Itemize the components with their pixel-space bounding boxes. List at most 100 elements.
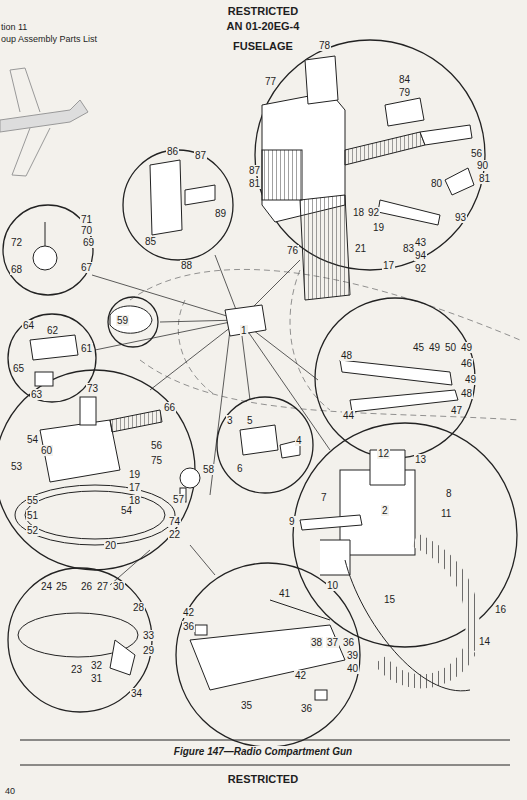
callout-number: 71 — [80, 214, 93, 225]
callout-number: 63 — [30, 389, 43, 400]
callout-number: 26 — [80, 581, 93, 592]
callout-number: 49 — [428, 342, 441, 353]
callout-number: 36 — [182, 621, 195, 632]
callout-number: 79 — [398, 87, 411, 98]
callout-number: 77 — [264, 76, 277, 87]
callout-number: 6 — [236, 463, 244, 474]
callout-number: 40 — [346, 663, 359, 674]
group-leaders — [92, 255, 330, 585]
callout-number: 74 — [168, 516, 181, 527]
header-text: oup Assembly Parts List — [0, 34, 98, 45]
callout-number: 21 — [354, 243, 367, 254]
callout-number: 89 — [214, 208, 227, 219]
callout-number: 37 — [326, 637, 339, 648]
gun-and-mount-parts — [15, 56, 474, 700]
header-text: tion 11 — [0, 22, 28, 33]
callout-number: 48 — [460, 388, 473, 399]
callout-number: 43 — [414, 237, 427, 248]
callout-number: 35 — [240, 700, 253, 711]
callout-number: 25 — [55, 581, 68, 592]
callout-number: 39 — [346, 650, 359, 661]
callout-number: 16 — [494, 604, 507, 615]
callout-number: 7 — [320, 492, 328, 503]
callout-number: 33 — [142, 630, 155, 641]
callout-number: 36 — [342, 637, 355, 648]
callout-number: 60 — [40, 445, 53, 456]
callout-number: 70 — [80, 225, 93, 236]
callout-number: 94 — [414, 250, 427, 261]
callout-number: 53 — [10, 461, 23, 472]
callout-number: 14 — [478, 636, 491, 647]
callout-number: 30 — [112, 581, 125, 592]
callout-number: 61 — [80, 343, 93, 354]
callout-number: 65 — [12, 363, 25, 374]
callout-number: 28 — [132, 602, 145, 613]
callout-number: 32 — [90, 660, 103, 671]
page-heading: FUSELAGE — [232, 40, 294, 53]
callout-number: 90 — [476, 160, 489, 171]
callout-number: 50 — [444, 342, 457, 353]
callout-number: 27 — [96, 581, 109, 592]
callout-number: 45 — [412, 342, 425, 353]
callout-number: 51 — [26, 510, 39, 521]
callout-number: 87 — [194, 150, 207, 161]
callout-number: 62 — [46, 325, 59, 336]
callout-number: 56 — [470, 148, 483, 159]
callout-number: 38 — [310, 637, 323, 648]
callout-number: 23 — [70, 664, 83, 675]
callout-number: 52 — [26, 525, 39, 536]
callout-number: 8 — [445, 488, 453, 499]
detail-circles — [0, 40, 517, 747]
callout-number: 17 — [382, 260, 395, 271]
callout-number: 54 — [26, 434, 39, 445]
callout-number: 56 — [150, 440, 163, 451]
header-text: RESTRICTED — [227, 5, 299, 18]
callout-number: 10 — [326, 580, 339, 591]
callout-number: 12 — [377, 448, 390, 459]
callout-number: 57 — [172, 494, 185, 505]
callout-number: 75 — [150, 455, 163, 466]
callout-number: 48 — [340, 350, 353, 361]
callout-number: 73 — [86, 383, 99, 394]
callout-number: 9 — [288, 516, 296, 527]
header-text: AN 01-20EG-4 — [226, 20, 301, 33]
callout-number: 49 — [464, 374, 477, 385]
callout-number: 4 — [295, 435, 303, 446]
callout-number: 42 — [182, 607, 195, 618]
callout-number: 64 — [22, 320, 35, 331]
callout-number: 13 — [414, 454, 427, 465]
callout-number: 19 — [372, 222, 385, 233]
callout-number: 18 — [352, 207, 365, 218]
caption-rules — [20, 740, 510, 765]
callout-number: 34 — [130, 688, 143, 699]
callout-number: 54 — [120, 505, 133, 516]
callout-number: 44 — [342, 410, 355, 421]
header-text: RESTRICTED — [227, 773, 299, 786]
callout-number: 58 — [202, 464, 215, 475]
callout-number: 3 — [226, 415, 234, 426]
callout-number: 68 — [10, 264, 23, 275]
callout-number: 67 — [80, 262, 93, 273]
callout-number: 76 — [286, 245, 299, 256]
callout-number: 22 — [168, 529, 181, 540]
callout-number: 72 — [10, 237, 23, 248]
callout-number: 1 — [240, 325, 248, 336]
callout-number: 85 — [144, 236, 157, 247]
callout-number: 86 — [166, 146, 179, 157]
callout-number: 17 — [128, 482, 141, 493]
callout-number: 5 — [246, 415, 254, 426]
callout-number: 19 — [128, 469, 141, 480]
callout-number: 93 — [454, 212, 467, 223]
callout-number: 59 — [116, 315, 129, 326]
callout-number: 46 — [460, 358, 473, 369]
callout-number: 31 — [90, 673, 103, 684]
callout-number: 84 — [398, 74, 411, 85]
aircraft-silhouette — [0, 68, 88, 176]
callout-number: 92 — [414, 263, 427, 274]
callout-number: 49 — [460, 342, 473, 353]
header-text: 40 — [4, 786, 16, 797]
callout-number: 69 — [82, 237, 95, 248]
callout-number: 55 — [26, 495, 39, 506]
callout-number: 42 — [294, 670, 307, 681]
callout-number: 87 — [248, 165, 261, 176]
